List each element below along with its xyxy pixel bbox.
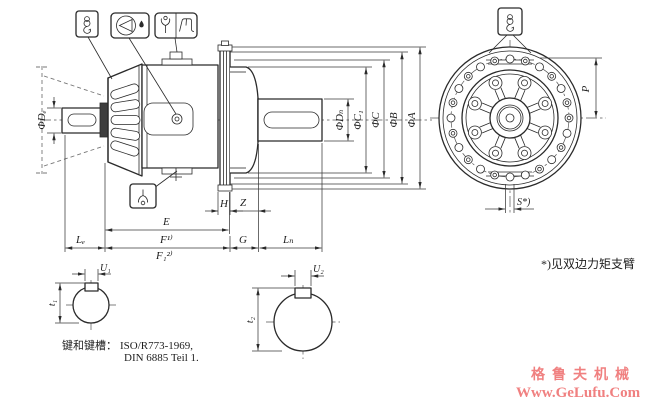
key-2 <box>294 287 312 299</box>
dim-label-le: Lₑ <box>75 234 85 246</box>
dim-s: S*) <box>485 184 534 213</box>
side-view-dimensions: ΦDₑ ΦDₙ ΦC₁ ΦC ΦB ΦA H Z <box>36 46 426 262</box>
gear-body <box>141 51 219 181</box>
dim-label-e: E <box>162 216 170 228</box>
dim-label-z: Z <box>240 197 247 209</box>
flange-bolts <box>446 54 574 182</box>
coupling-plug-glyph <box>179 18 195 32</box>
inspection-panel <box>143 102 194 136</box>
front-view: P S*) <box>430 7 606 214</box>
lifting-hook-icon <box>75 10 99 38</box>
dim-label-ln: Lₙ <box>282 234 294 246</box>
mounting-flange <box>217 40 233 192</box>
key-standard-2: DIN 6885 Teil 1. <box>124 352 199 364</box>
output-section <box>229 66 323 174</box>
shaft-collar <box>99 102 109 138</box>
motor-dashed-outline <box>36 66 105 174</box>
output-shaft-keyway <box>263 111 320 129</box>
bell-housing <box>107 63 143 177</box>
dim-label-c: ΦC <box>370 111 382 127</box>
key-1 <box>84 282 99 292</box>
dim-label-t2: t₂ <box>245 316 256 323</box>
dim-label-s: S*) <box>517 197 531 208</box>
oil-level-plug <box>171 113 183 125</box>
dim-label-p: P <box>580 85 592 93</box>
dim-label-b: ΦB <box>388 112 400 127</box>
hub <box>489 97 531 139</box>
watermark: 格鲁夫机械 Www.GeLufu.Com <box>516 366 641 401</box>
dim-label-c1: ΦC₁ <box>352 110 364 130</box>
watermark-url: Www.GeLufu.Com <box>516 385 641 401</box>
dim-p: P <box>540 57 602 118</box>
dim-label-output-shaft-diameter: ΦDₙ <box>334 110 346 131</box>
input-shaft <box>61 102 109 138</box>
dim-label-u2: U₂ <box>313 264 324 275</box>
dim-label-t1: t₁ <box>47 300 58 306</box>
dim-label-g: G <box>239 234 247 246</box>
oil-drop-glyph <box>139 20 144 28</box>
notes: 键和键槽： ISO/R773-1969, DIN 6885 Teil 1. *)… <box>62 257 635 364</box>
dim-label-f1: F₁²⁾ <box>155 250 173 262</box>
symbol-boxes <box>75 10 198 209</box>
watermark-brand: 格鲁夫机械 <box>531 366 636 383</box>
breather-and-plug-icon <box>154 12 198 39</box>
breather-vent-glyph <box>160 15 171 33</box>
dim-label-u1: U₁ <box>100 263 111 274</box>
output-shaft-key-section: U₂ t₂ <box>245 264 340 359</box>
oil-drain-icon <box>129 183 157 209</box>
top-plug-boss <box>161 58 193 66</box>
dim-label-a: ΦA <box>406 112 418 127</box>
torque-arm-footnote: *)见双边力矩支臂 <box>541 257 635 271</box>
key-note-label: 键和键槽： <box>62 338 117 352</box>
lifting-hook-icon-front <box>488 7 532 54</box>
planet-carrier-spokes <box>467 76 552 161</box>
input-shaft-keyway <box>67 113 97 127</box>
top-plug-bolt <box>169 51 183 60</box>
input-shaft-key-section: U₁ t₁ <box>47 263 116 330</box>
dim-label-h: H <box>219 198 229 210</box>
key-standard-1: ISO/R773-1969, <box>120 340 193 352</box>
dim-label-f: F¹⁾ <box>159 234 173 246</box>
dim-label-input-shaft-diameter: ΦDₑ <box>36 110 48 129</box>
oil-level-icon <box>110 12 150 39</box>
